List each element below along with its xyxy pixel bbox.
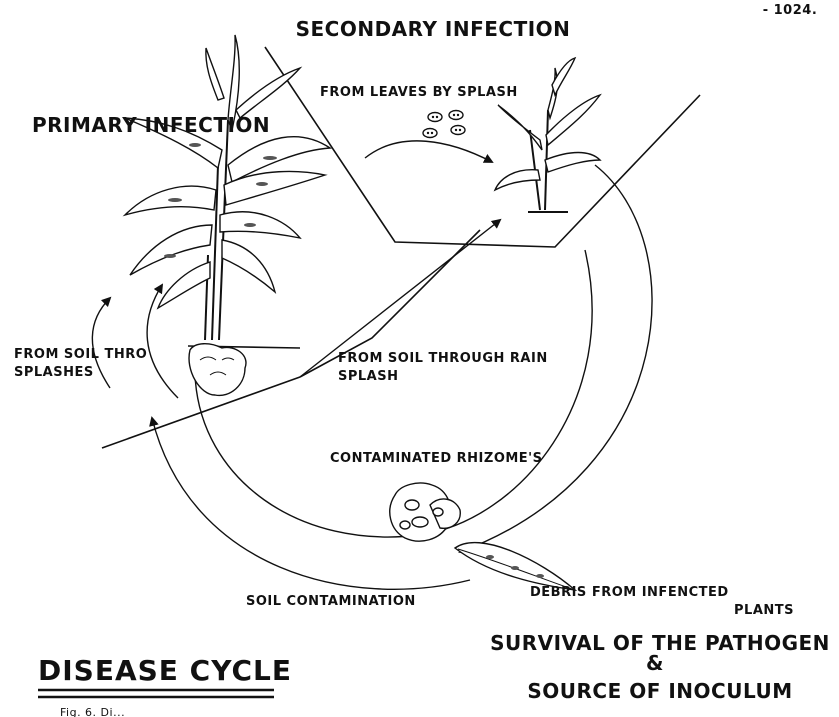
splash-arrow-1 — [92, 298, 110, 388]
figure-caption-fragment: Fig. 6. Di... — [60, 706, 125, 717]
source-of-inoculum-label: SOURCE OF INOCULUM — [527, 679, 792, 703]
secondary-infection-label: SECONDARY INFECTION — [296, 17, 571, 41]
splashes-label: SPLASHES — [14, 365, 94, 380]
contaminated-rhizomes-label: CONTAMINATED RHIZOME'S — [330, 451, 543, 466]
from-soil-through-rain-label: FROM SOIL THROUGH RAIN — [338, 351, 548, 366]
from-leaves-by-splash-label: FROM LEAVES BY SPLASH — [320, 85, 518, 100]
rain-splash-label: SPLASH — [338, 369, 398, 384]
spore-cluster — [423, 111, 465, 138]
disease-cycle-title: DISEASE CYCLE — [38, 654, 292, 687]
secondary-infected-plant — [495, 58, 600, 212]
primary-infection-label: PRIMARY INFECTION — [32, 113, 270, 137]
primary-infected-plant — [125, 35, 330, 395]
debris-plants-label: PLANTS — [734, 603, 794, 618]
contaminated-rhizomes — [390, 483, 460, 541]
soil-contamination-label: SOIL CONTAMINATION — [246, 594, 416, 609]
leaf-splash-arrow — [365, 141, 492, 162]
from-soil-thro-label: FROM SOIL THRO — [14, 347, 147, 362]
debris-label: DEBRIS FROM INFENCTED — [530, 585, 729, 600]
ampersand-label: & — [646, 651, 664, 675]
plant-debris — [455, 543, 575, 590]
top-right-fragment: - 1024. — [763, 3, 818, 18]
